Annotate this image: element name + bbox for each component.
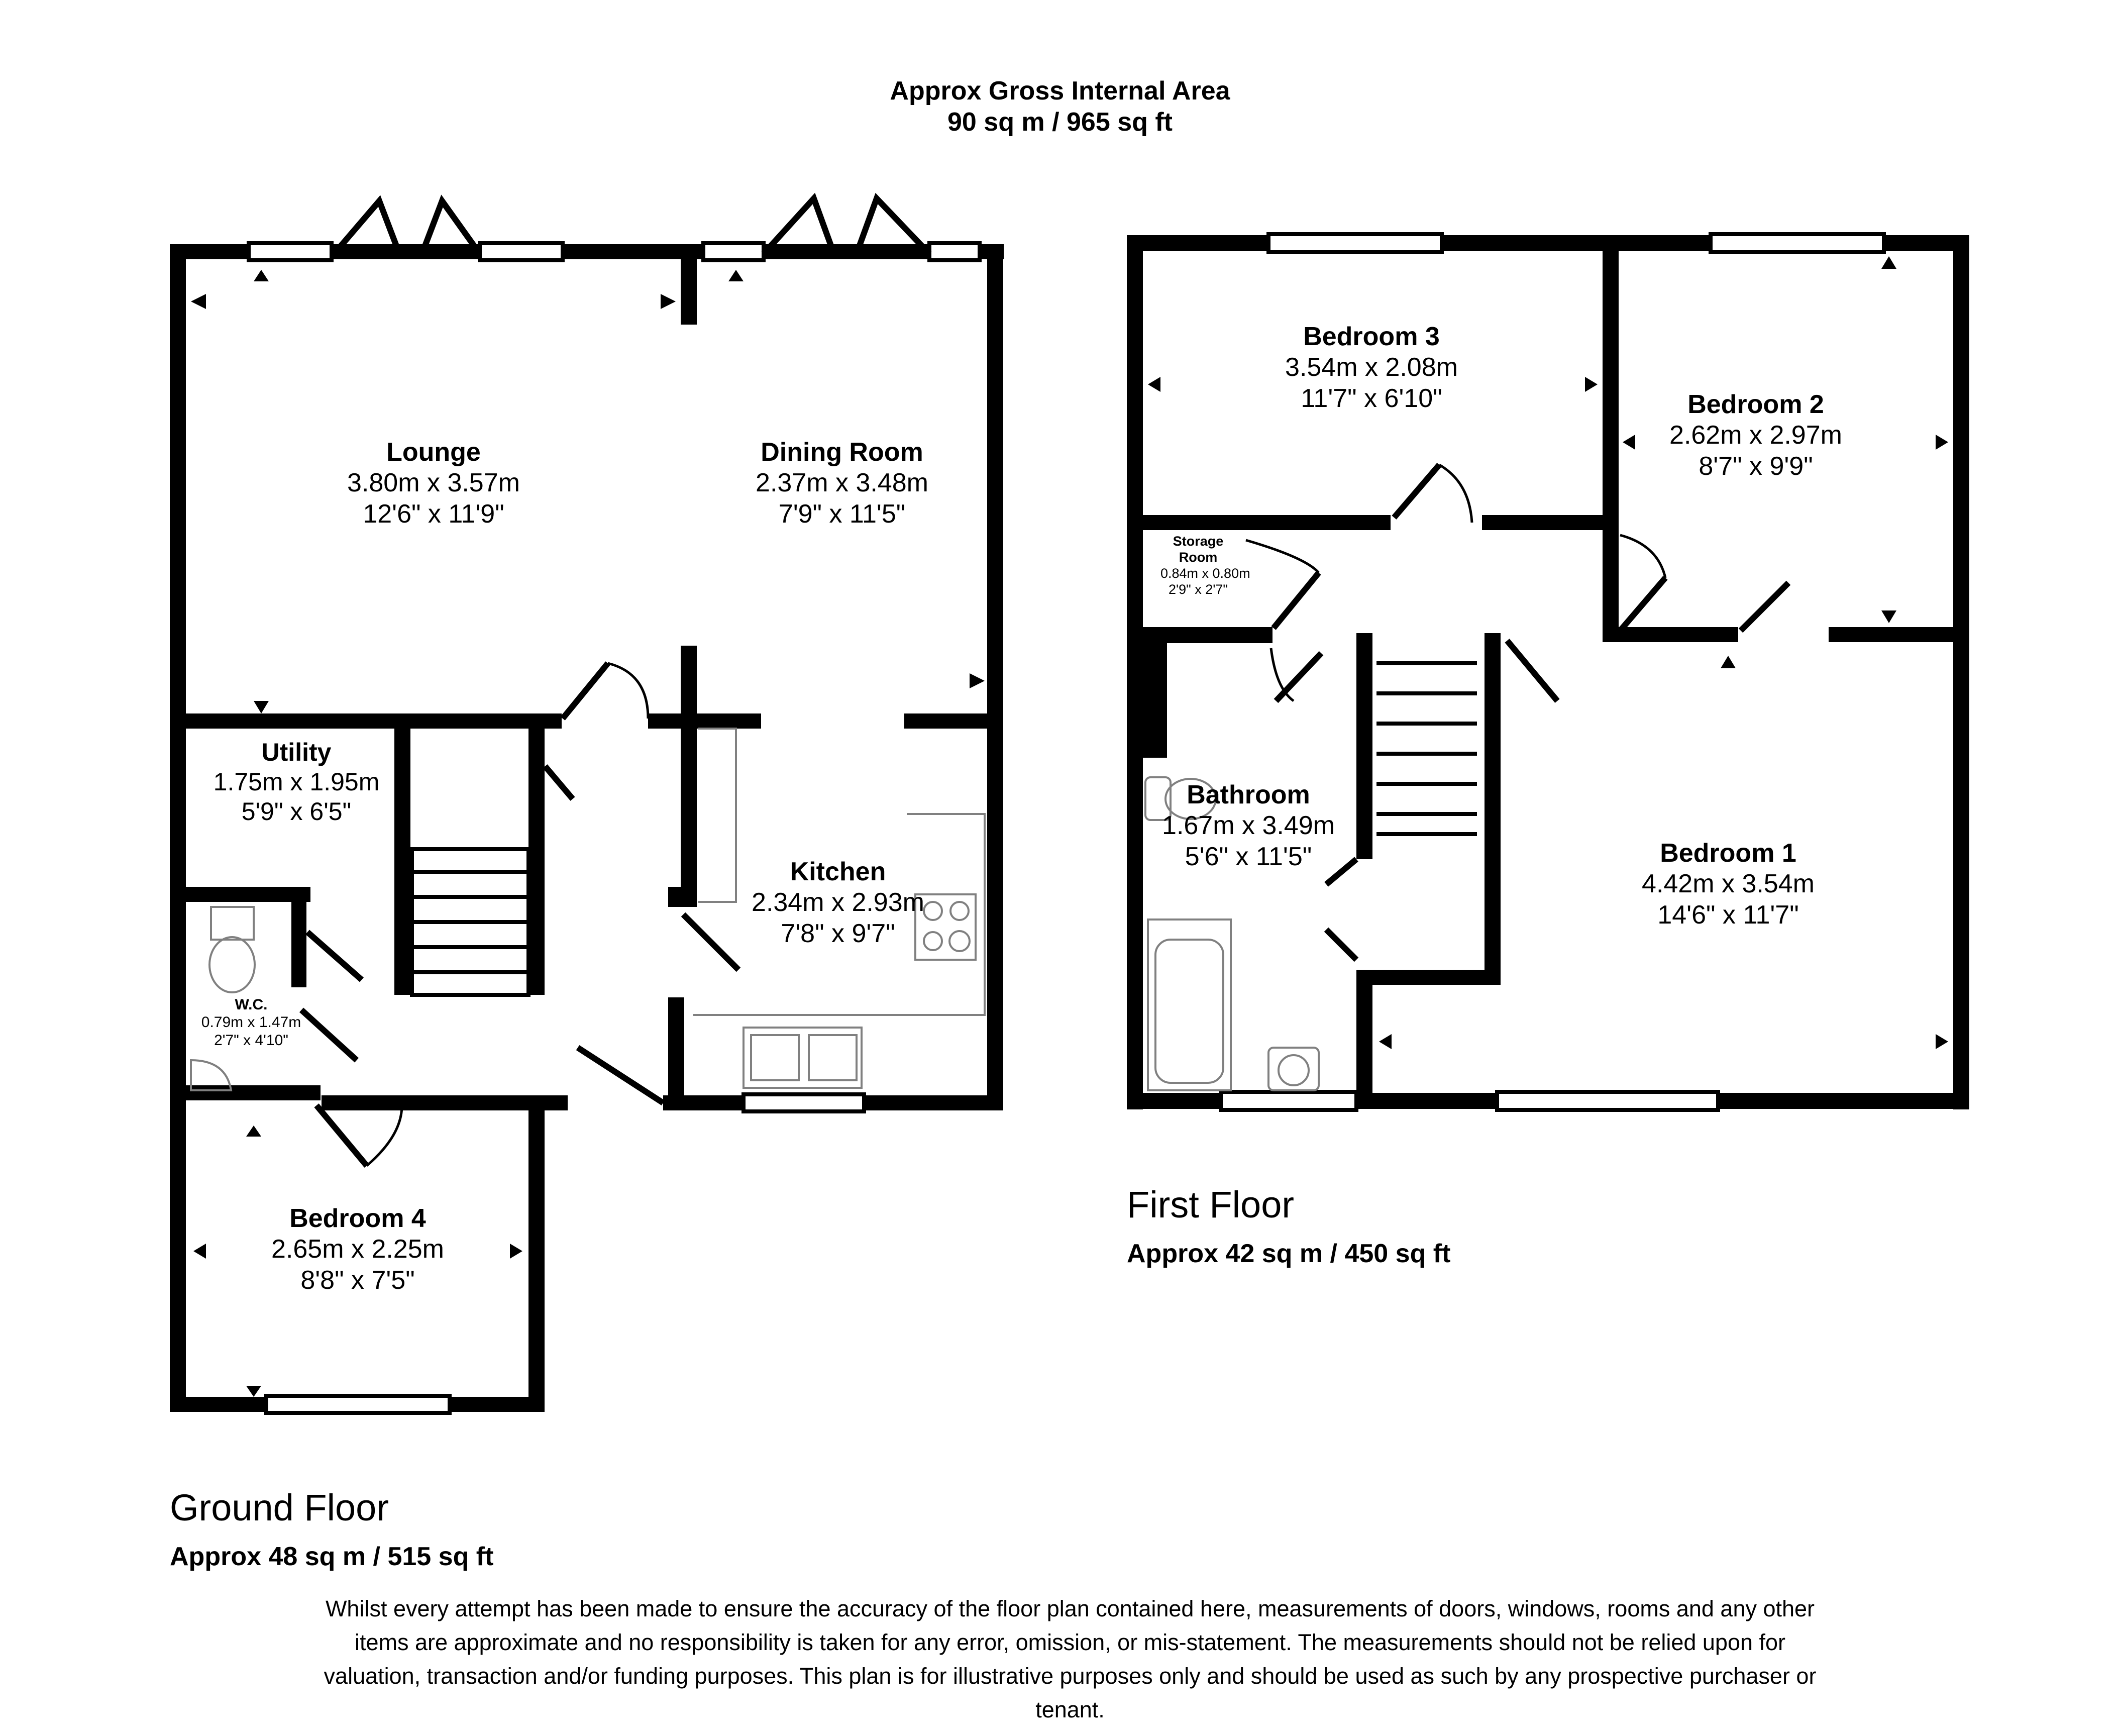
room-name: Utility <box>261 738 332 766</box>
room-name: W.C. <box>235 996 268 1013</box>
first-floor-title: First Floor <box>1127 1184 1294 1226</box>
room-bedroom-4: Bedroom 4 2.65m x 2.25m 8'8" x 7'5" <box>271 1203 444 1296</box>
first-floor-area: Approx 42 sq m / 450 sq ft <box>1127 1239 1451 1268</box>
ground-floor-windows <box>247 241 982 1415</box>
room-name: Dining Room <box>761 438 923 467</box>
room-metric: 2.34m x 2.93m <box>752 888 924 917</box>
first-floor-walls <box>1127 235 1969 1109</box>
ground-floor-stairs <box>410 847 531 997</box>
room-dining-room: Dining Room 2.37m x 3.48m 7'9" x 11'5" <box>756 437 928 530</box>
bathroom-fixtures <box>1144 776 1320 1091</box>
gross-internal-area-header: Approx Gross Internal Area 90 sq m / 965… <box>0 75 2120 138</box>
room-bedroom-2: Bedroom 2 2.62m x 2.97m 8'7" x 9'9" <box>1669 389 1842 482</box>
room-imperial: 5'6" x 11'5" <box>1185 842 1312 871</box>
room-bathroom: Bathroom 1.67m x 3.49m 5'6" x 11'5" <box>1162 780 1335 872</box>
room-name: Bedroom 4 <box>289 1204 426 1233</box>
header-total-area: 90 sq m / 965 sq ft <box>947 108 1173 137</box>
room-imperial: 2'7" x 4'10" <box>214 1032 288 1049</box>
room-name: Bedroom 1 <box>1660 839 1796 868</box>
room-imperial: 11'7" x 6'10" <box>1301 383 1442 413</box>
dimension-arrows <box>191 256 1948 1397</box>
room-bedroom-1: Bedroom 1 4.42m x 3.54m 14'6" x 11'7" <box>1642 838 1815 931</box>
room-metric: 4.42m x 3.54m <box>1642 869 1815 899</box>
room-name: Bathroom <box>1187 780 1310 809</box>
room-metric: 2.37m x 3.48m <box>756 468 928 498</box>
ground-floor-title: Ground Floor <box>170 1487 389 1528</box>
room-metric: 0.79m x 1.47m <box>201 1014 301 1031</box>
room-imperial: 8'7" x 9'9" <box>1699 451 1813 481</box>
room-utility: Utility 1.75m x 1.95m 5'9" x 6'5" <box>214 738 380 827</box>
room-lounge: Lounge 3.80m x 3.57m 12'6" x 11'9" <box>347 437 520 530</box>
room-metric: 3.54m x 2.08m <box>1285 353 1458 382</box>
room-imperial: 7'8" x 9'7" <box>781 918 895 948</box>
room-metric: 3.80m x 3.57m <box>347 468 520 498</box>
room-name: Bedroom 2 <box>1687 390 1824 419</box>
room-imperial: 7'9" x 11'5" <box>778 499 906 529</box>
header-title: Approx Gross Internal Area <box>890 76 1230 106</box>
room-bedroom-3: Bedroom 3 3.54m x 2.08m 11'7" x 6'10" <box>1285 322 1458 414</box>
room-metric: 0.84m x 0.80m <box>1160 565 1250 581</box>
room-metric: 1.75m x 1.95m <box>213 768 380 796</box>
ground-floor-area: Approx 48 sq m / 515 sq ft <box>170 1542 494 1571</box>
disclaimer-text: Whilst every attempt has been made to en… <box>324 1596 1817 1722</box>
room-storage: Storage Room 0.84m x 0.80m 2'9" x 2'7" <box>1160 534 1250 597</box>
room-imperial: 12'6" x 11'9" <box>363 499 504 529</box>
first-floor-doors <box>1245 463 1791 962</box>
first-floor-stairs <box>1376 661 1477 836</box>
room-metric: 2.65m x 2.25m <box>271 1235 444 1264</box>
room-wc: W.C. 0.79m x 1.47m 2'7" x 4'10" <box>201 996 301 1049</box>
room-name: Storage Room <box>1173 534 1224 565</box>
first-floor-windows <box>1219 232 1886 1112</box>
room-imperial: 14'6" x 11'7" <box>1657 900 1799 930</box>
room-imperial: 8'8" x 7'5" <box>300 1265 415 1295</box>
room-imperial: 2'9" x 2'7" <box>1168 581 1228 597</box>
room-name: Lounge <box>386 438 481 467</box>
ground-floor-walls <box>170 244 1004 1412</box>
room-name: Kitchen <box>790 857 886 886</box>
room-metric: 2.62m x 2.97m <box>1669 421 1842 450</box>
room-imperial: 5'9" x 6'5" <box>241 797 352 826</box>
kitchen-fixtures <box>190 728 986 1091</box>
ground-floor-doors <box>299 192 932 1168</box>
room-name: Bedroom 3 <box>1303 322 1440 351</box>
room-kitchen: Kitchen 2.34m x 2.93m 7'8" x 9'7" <box>752 857 924 949</box>
room-metric: 1.67m x 3.49m <box>1162 811 1335 841</box>
